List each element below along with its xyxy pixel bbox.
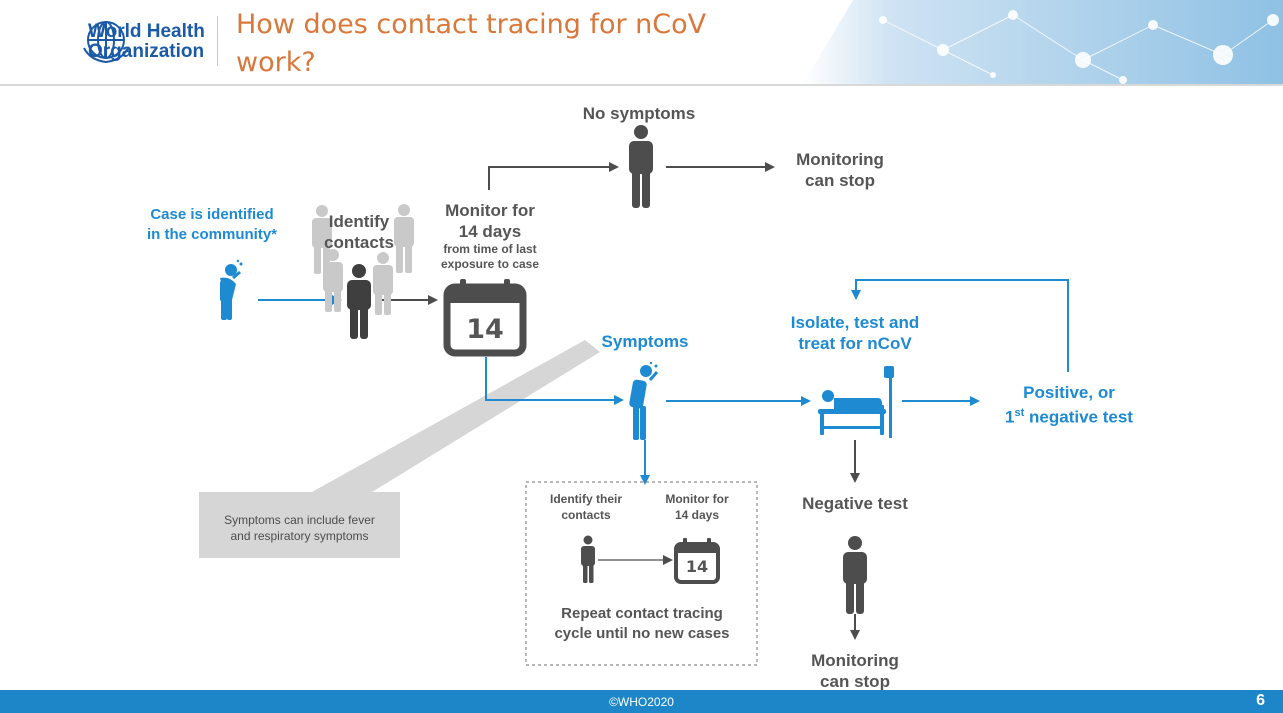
positive-line-2: 1st negative test [984,403,1154,428]
label-case-identified: Case is identified in the community* [122,205,302,245]
identify-contacts-line-1: Identify [328,212,390,231]
box-label-repeat: Repeat contact tracing cycle until no ne… [530,604,754,644]
box-repeat-line-1: Repeat contact tracing [561,605,723,622]
isolate-line-2: treat for nCoV [798,334,912,353]
who-emblem-icon [83,21,129,64]
box-contact-person-icon [581,535,595,583]
monitoring-stop-bottom-line-2: can stop [820,672,890,691]
monitor-line-4: exposure to case [440,257,540,271]
positive-ordinal: 1 [1005,407,1015,427]
person-no-symptoms-icon [629,125,653,208]
callout-line-2: and respiratory symptoms [230,529,369,543]
callout-box [199,492,400,558]
logo-line-1: World Health [88,21,205,42]
case-identified-line-2: in the community* [146,226,277,243]
monitoring-stop-bottom-line-1: Monitoring [811,651,899,670]
box-identify-line-2: contacts [561,508,611,522]
positive-line-1: Positive, or [1023,383,1115,402]
label-no-symptoms: No symptoms [582,104,696,123]
arrow-to-no-symptoms [488,162,619,190]
positive-ordinal-suffix: st [1014,407,1025,419]
header-divider [0,84,1283,86]
slide-footer [0,690,1283,713]
contact-person-icon [347,264,371,339]
sick-person-icon [220,259,243,320]
repeat-cycle-box [525,481,758,666]
label-identify-contacts: Identify contacts [306,211,412,253]
box-label-monitor: Monitor for 14 days [652,491,742,523]
label-negative-test: Negative test [802,494,908,513]
box-calendar-14-icon [674,538,720,584]
label-monitoring-can-stop-top: Monitoring can stop [770,149,910,191]
callout-line-1: Symptoms can include fever [224,513,375,527]
label-monitoring-can-stop-bottom: Monitoring can stop [785,650,925,692]
monitor-line-2: 14 days [458,222,522,241]
monitor-line-3: from time of last [443,242,537,256]
person-negative-test-icon [843,536,867,614]
monitoring-stop-top-line-2: can stop [805,171,875,190]
arrow-positive-loop [851,279,1069,372]
callout-pointer [312,340,600,492]
footer-page-number: 6 [1256,692,1265,709]
identify-contacts-line-2: contacts [324,233,394,252]
who-logo-text: World Health Organization [88,22,205,62]
title-line-2: work? [236,47,316,78]
label-isolate-test-treat: Isolate, test and treat for nCoV [765,312,945,354]
box-identify-line-1: Identify their [549,492,622,506]
label-positive-or-negative: Positive, or 1st negative test [984,382,1154,428]
box-label-identify: Identify their contacts [536,491,636,523]
title-line-1: How does contact tracing for nCoV [236,9,707,40]
calendar-14-icon [443,279,527,357]
footer-copyright: ©WHO2020 [609,695,674,709]
slide-title: How does contact tracing for nCoV work? [236,6,706,82]
positive-negative-test: negative test [1024,407,1133,427]
box-calendar-number: 14 [685,557,709,576]
monitoring-stop-top-line-1: Monitoring [796,150,884,169]
contacts-group-icon [312,204,414,315]
box-monitor-line-1: Monitor for [665,492,729,506]
symptomatic-person-icon [629,361,659,440]
box-repeat-line-2: cycle until no new cases [554,625,730,642]
logo-line-2: Organization [88,41,205,62]
case-identified-line-1: Case is identified [150,206,274,223]
hospital-bed-icon [818,366,894,438]
calendar-number: 14 [466,314,504,345]
label-symptoms: Symptoms [601,332,689,351]
isolate-line-1: Isolate, test and [790,313,920,332]
slide-header: World Health Organization How does conta… [0,0,1283,84]
monitor-line-1: Monitor for [445,201,535,220]
arrow-to-symptoms [485,357,624,405]
molecular-network-banner [803,0,1283,84]
box-monitor-line-2: 14 days [674,508,720,522]
logo-divider [217,16,218,66]
callout-text: Symptoms can include fever and respirato… [199,512,400,544]
label-monitor-for-14-days: Monitor for 14 days from time of last ex… [420,200,560,272]
